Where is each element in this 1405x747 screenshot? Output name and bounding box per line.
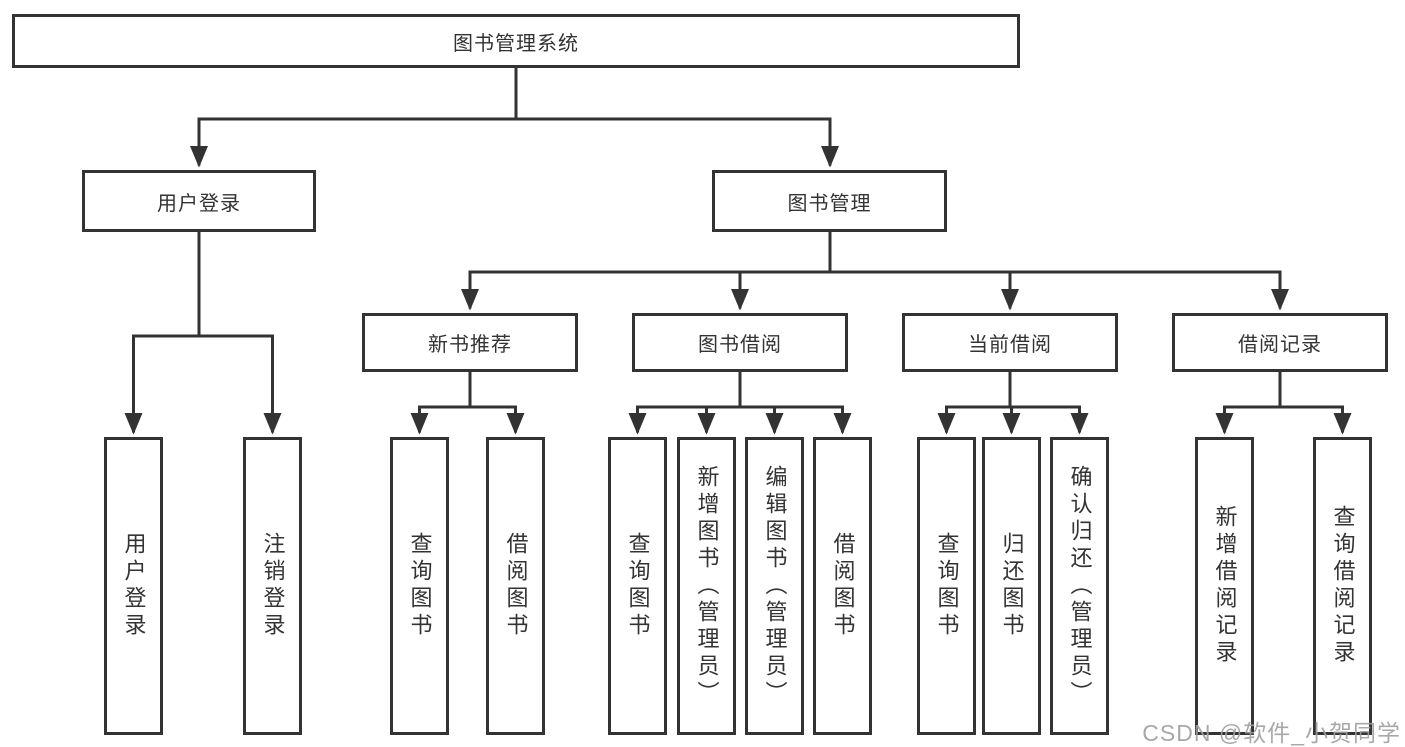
leaf-add-borrow-record-label: 新增借阅记录 [1212, 505, 1238, 667]
node-book-borrow: 图书借阅 [632, 313, 848, 372]
node-library-system-label: 图书管理系统 [453, 32, 579, 55]
leaf-query-books-borrow-label: 查询图书 [625, 532, 651, 640]
leaf-borrow-books-recommend: 借阅图书 [486, 437, 545, 735]
leaf-add-book-admin-label: 新增图书（管理员） [694, 464, 720, 708]
leaf-query-books-recommend-label: 查询图书 [407, 532, 433, 640]
node-user-login: 用户登录 [82, 170, 316, 232]
node-user-login-label: 用户登录 [157, 192, 241, 215]
node-current-borrow-label: 当前借阅 [968, 334, 1052, 356]
leaf-borrow-books-recommend-label: 借阅图书 [503, 532, 529, 640]
leaf-borrow-books-2: 借阅图书 [813, 437, 872, 735]
leaf-borrow-books-2-label: 借阅图书 [830, 532, 856, 640]
node-book-management-label: 图书管理 [787, 192, 872, 215]
leaf-confirm-return-admin: 确认归还（管理员） [1050, 437, 1109, 735]
leaf-return-book-label: 归还图书 [999, 532, 1025, 640]
leaf-query-borrow-record-label: 查询借阅记录 [1330, 505, 1356, 667]
node-book-borrow-label: 图书借阅 [698, 334, 782, 356]
leaf-query-books-borrow: 查询图书 [608, 437, 667, 735]
leaf-edit-book-admin-label: 编辑图书（管理员） [762, 464, 788, 708]
leaf-query-books-current-label: 查询图书 [934, 532, 960, 640]
leaf-confirm-return-admin-label: 确认归还（管理员） [1067, 464, 1093, 708]
leaf-logout: 注销登录 [243, 437, 302, 735]
node-library-system: 图书管理系统 [12, 14, 1020, 68]
leaf-query-borrow-record: 查询借阅记录 [1313, 437, 1372, 735]
node-current-borrow: 当前借阅 [902, 313, 1118, 372]
node-borrow-records: 借阅记录 [1172, 313, 1388, 372]
leaf-logout-label: 注销登录 [260, 532, 286, 640]
leaf-add-borrow-record: 新增借阅记录 [1195, 437, 1254, 735]
leaf-query-books-recommend: 查询图书 [390, 437, 449, 735]
leaf-query-books-current: 查询图书 [917, 437, 976, 735]
csdn-watermark: CSDN @软件_小贺同学 [1142, 720, 1401, 746]
node-borrow-records-label: 借阅记录 [1238, 334, 1322, 356]
leaf-user-login-label: 用户登录 [121, 532, 147, 640]
leaf-add-book-admin: 新增图书（管理员） [677, 437, 736, 735]
node-new-book-recommend-label: 新书推荐 [428, 334, 512, 356]
node-book-management: 图书管理 [712, 170, 947, 232]
node-new-book-recommend: 新书推荐 [362, 313, 578, 372]
leaf-edit-book-admin: 编辑图书（管理员） [745, 437, 804, 735]
leaf-user-login: 用户登录 [104, 437, 163, 735]
leaf-return-book: 归还图书 [982, 437, 1041, 735]
